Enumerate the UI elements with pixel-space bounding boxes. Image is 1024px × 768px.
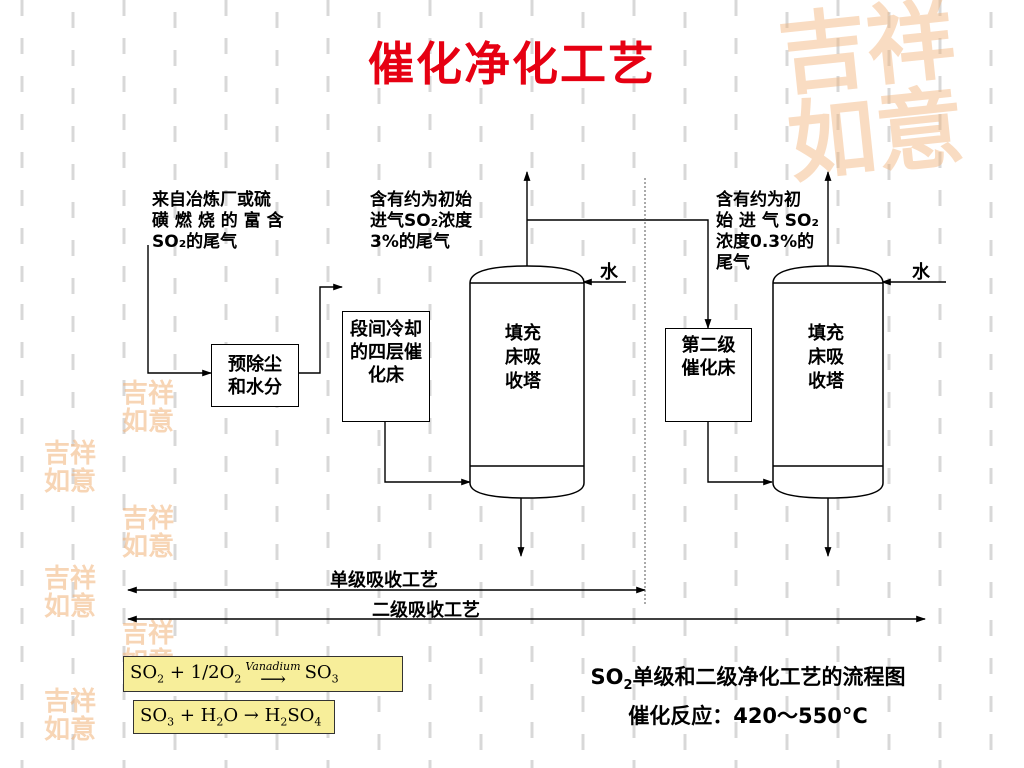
box-label: 化床 [368, 365, 404, 386]
caption-line: 催化反应：420～550°C [628, 704, 868, 729]
tower-label-line: 填充 [808, 323, 844, 344]
tower1-vessel [469, 265, 585, 499]
watermark-small: 吉祥如意 [122, 379, 175, 437]
arrow-inlet-to-predust [147, 245, 212, 377]
tower-label-line: 收塔 [505, 371, 541, 392]
page-title: 催化净化工艺 [368, 37, 656, 91]
diagram-caption: SO2单级和二级净化工艺的流程图 催化反应：420～550°C [548, 662, 948, 731]
watermark-small: 吉祥如意 [44, 564, 97, 622]
equation-so3-hydration: SO3 + H2O → H2SO4 [133, 700, 335, 734]
note-line: 磺 燃 烧 的 富 含 [152, 211, 284, 231]
note-line: 含有约为初始 [370, 190, 472, 210]
box-label: 段间冷却 [350, 319, 422, 340]
watermark-small: 吉祥如意 [44, 439, 97, 497]
four-layer-bed-box: 段间冷却 的四层催 化床 [342, 311, 430, 422]
note-line: 来自冶炼厂或硫 [152, 190, 271, 210]
note-line: 尾气 [716, 253, 750, 273]
arrow-predust-to-bed [299, 283, 343, 374]
note-line: 进气SO₂浓度 [370, 211, 473, 231]
note-line: 含有约为初 [716, 190, 801, 210]
second-bed-box: 第二级 催化床 [665, 328, 752, 422]
note-line: 始 进 气 SO₂ [716, 211, 819, 231]
tower-label-line: 填充 [505, 323, 541, 344]
tower-label-line: 床吸 [808, 347, 844, 368]
reaction-arrow-icon: ⟶ [260, 669, 286, 690]
water1-label: 水 [600, 262, 618, 283]
watermark-small: 吉祥如意 [122, 504, 175, 562]
water2-label: 水 [912, 262, 930, 283]
pre-dust-box: 预除尘 和水分 [211, 344, 299, 407]
caption-line: SO2单级和二级净化工艺的流程图 [590, 665, 906, 694]
note-source-gas: 来自冶炼厂或硫 磺 燃 烧 的 富 含 SO₂的尾气 [152, 190, 284, 253]
box-label: 预除尘 [228, 353, 282, 375]
catalyst-label: Vanadium [245, 660, 301, 673]
box-label: 催化床 [681, 358, 736, 379]
box-label: 第二级 [681, 335, 736, 356]
arrow-to-second-bed [527, 219, 712, 329]
tower2-label: 填充 床吸 收塔 [796, 322, 856, 394]
watermark-small: 吉祥如意 [44, 687, 97, 745]
tower2-vessel [772, 265, 884, 499]
arrow-second-bed-to-tower2 [707, 421, 773, 486]
arrow-bed-to-tower1 [384, 421, 471, 486]
tower-label-line: 收塔 [808, 371, 844, 392]
note-after-stage2: 含有约为初 始 进 气 SO₂ 浓度0.3%的 尾气 [716, 190, 819, 274]
box-label: 的四层催 [350, 342, 422, 363]
equation-so2-oxidation: SO2 + 1/2O2 Vanadium ⟶ SO3 [123, 656, 403, 692]
note-after-stage1: 含有约为初始 进气SO₂浓度 3%的尾气 [370, 190, 472, 253]
tower1-label: 填充 床吸 收塔 [493, 322, 553, 394]
note-line: 浓度0.3%的 [716, 232, 815, 252]
note-line: SO₂的尾气 [152, 232, 238, 252]
caption-text: 单级和二级净化工艺的流程图 [632, 665, 906, 689]
note-line: 3%的尾气 [370, 232, 450, 252]
tower-label-line: 床吸 [505, 347, 541, 368]
span-single-label: 单级吸收工艺 [330, 570, 438, 591]
span-double-label: 二级吸收工艺 [372, 600, 480, 621]
box-label: 和水分 [228, 376, 282, 398]
